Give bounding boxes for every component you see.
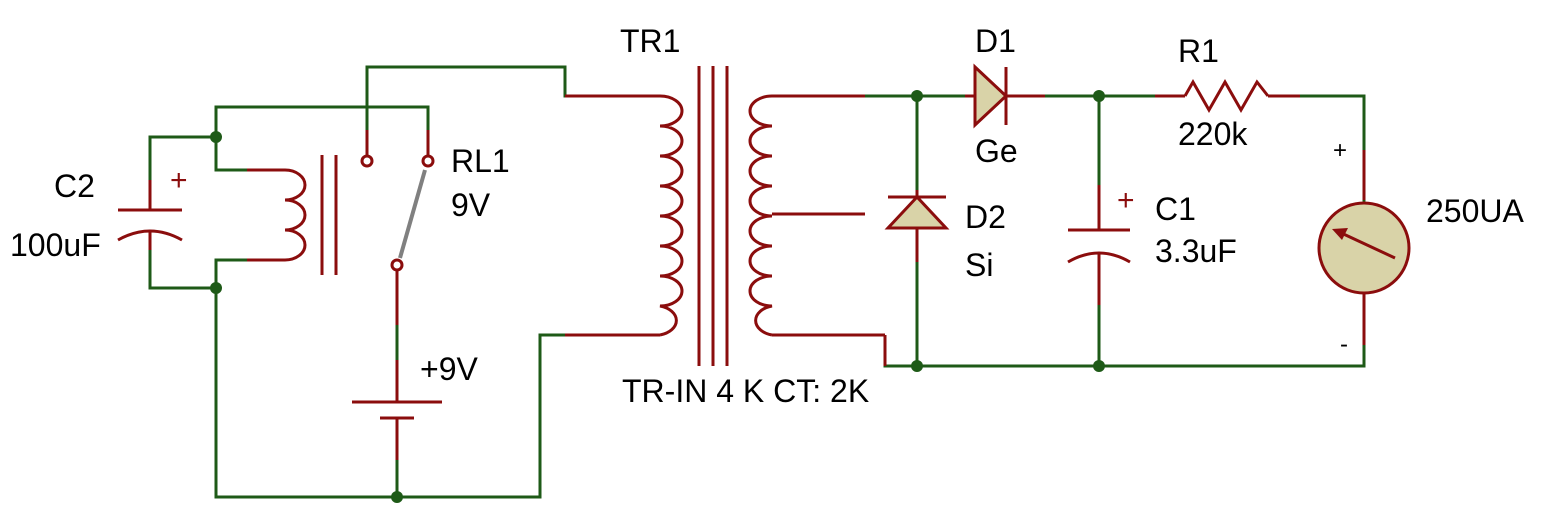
relay-coil [247, 155, 338, 275]
wire-relay-to-tr-primary [365, 65, 567, 139]
junction-dot [391, 491, 403, 503]
c1-value-label: 3.3uF [1155, 233, 1237, 269]
battery-value-label: +9V [420, 351, 478, 387]
meter-plus-label: + [1333, 137, 1347, 164]
meter-minus-label: - [1340, 331, 1348, 358]
rl1-value-label: 9V [451, 187, 491, 223]
meter-body [1317, 201, 1411, 295]
d1-ref-label: D1 [975, 23, 1016, 59]
wire-r1-to-meter [1298, 94, 1366, 152]
relay-contact-common [390, 258, 404, 272]
wire-bottom-rail [883, 343, 1366, 368]
tr1-value-label: TR-IN 4 K CT: 2K [622, 373, 869, 409]
r1-ref-label: R1 [1178, 33, 1219, 69]
diode-d1 [965, 63, 1045, 129]
d2-value-label: Si [965, 247, 993, 283]
junction-dot [210, 131, 222, 143]
meter-needle-tip [1332, 228, 1348, 240]
transformer-tr1 [565, 66, 887, 366]
rl1-ref-label: RL1 [451, 143, 510, 179]
relay-switch [360, 130, 435, 325]
junction-dot [1093, 360, 1105, 372]
tr1-ref-label: TR1 [620, 23, 680, 59]
meter-250ua [1317, 150, 1411, 345]
d1-value-label: Ge [975, 133, 1018, 169]
wire-c2-bottom [148, 238, 249, 290]
junctions [210, 90, 1105, 503]
c2-polarity: + [170, 164, 188, 197]
capacitor-c1: + [1067, 184, 1135, 305]
resistor-r1 [1155, 78, 1300, 114]
junction-dot [911, 360, 923, 372]
junction-dot [911, 90, 923, 102]
junction-dot [210, 282, 222, 294]
c1-ref-label: C1 [1155, 191, 1196, 227]
meter-needle [1336, 229, 1396, 260]
diode-d2 [884, 190, 950, 262]
c1-polarity: + [1117, 184, 1135, 217]
d2-ref-label: D2 [965, 199, 1006, 235]
relay-contact-no [421, 154, 435, 168]
relay-switch-arm [398, 169, 427, 259]
meter-value-label: 250UA [1426, 193, 1525, 229]
battery [352, 360, 442, 460]
c2-value-label: 100uF [10, 227, 101, 263]
wire-c2-top [148, 135, 249, 207]
d2-triangle [884, 194, 950, 230]
wire-left-top-rail [214, 105, 430, 139]
relay-contact-nc [360, 154, 374, 168]
wires [148, 65, 1366, 499]
r1-value-label: 220k [1178, 116, 1248, 152]
wire-left-bottom-rail [214, 286, 567, 499]
c2-ref-label: C2 [54, 168, 95, 204]
capacitor-c2: + [117, 164, 188, 250]
junction-dot [1093, 90, 1105, 102]
d1-triangle [973, 63, 1009, 129]
